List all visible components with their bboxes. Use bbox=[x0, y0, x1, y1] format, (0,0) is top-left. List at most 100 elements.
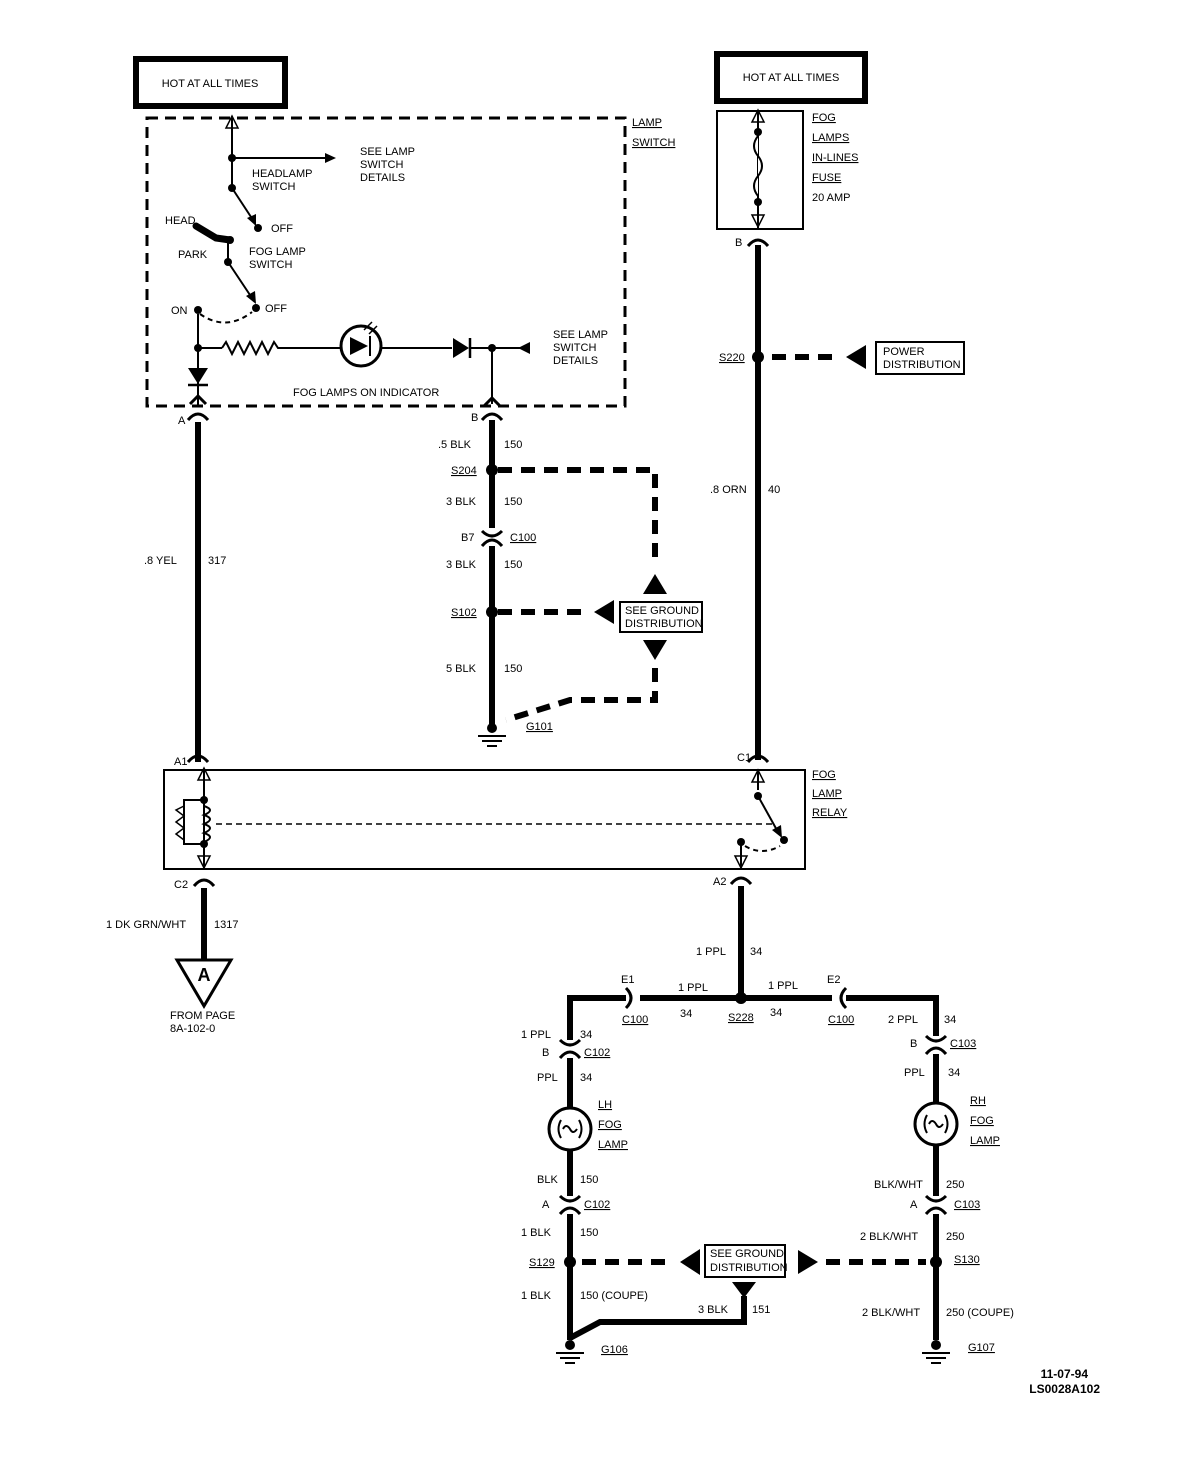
svg-text:FOG LAMPS ON INDICATOR: FOG LAMPS ON INDICATOR bbox=[293, 387, 439, 399]
svg-text:S129: S129 bbox=[529, 1257, 555, 1269]
svg-text:34: 34 bbox=[750, 946, 762, 958]
svg-text:FOG LAMP: FOG LAMP bbox=[249, 246, 306, 258]
svg-text:C2: C2 bbox=[174, 879, 188, 891]
splice-labels: S204 S102 S220 S228 S129 S130 bbox=[451, 352, 980, 1269]
svg-text:OFF: OFF bbox=[265, 303, 287, 315]
svg-text:C102: C102 bbox=[584, 1047, 610, 1059]
svg-text:BLK: BLK bbox=[537, 1174, 558, 1186]
svg-text:FOG: FOG bbox=[598, 1119, 622, 1131]
svg-text:FROM PAGE: FROM PAGE bbox=[170, 1010, 235, 1022]
svg-text:S130: S130 bbox=[954, 1254, 980, 1266]
ground-g101: G101 bbox=[478, 721, 553, 747]
svg-text:SWITCH: SWITCH bbox=[249, 259, 292, 271]
svg-text:5 BLK: 5 BLK bbox=[446, 663, 477, 675]
svg-text:34: 34 bbox=[770, 1007, 782, 1019]
svg-text:3 BLK: 3 BLK bbox=[446, 496, 477, 508]
svg-text:.8 YEL: .8 YEL bbox=[144, 555, 177, 567]
svg-text:150: 150 bbox=[504, 496, 522, 508]
lamp-switch: LAMP SWITCH SEE LAMP SWITCH DETAILS HEAD… bbox=[145, 114, 675, 408]
svg-text:HEADLAMP: HEADLAMP bbox=[252, 168, 313, 180]
svg-text:RELAY: RELAY bbox=[812, 807, 848, 819]
svg-text:34: 34 bbox=[944, 1014, 956, 1026]
svg-text:HEAD: HEAD bbox=[165, 215, 196, 227]
svg-text:A: A bbox=[910, 1199, 918, 1211]
svg-text:S204: S204 bbox=[451, 465, 477, 477]
svg-text:B7: B7 bbox=[461, 532, 474, 544]
svg-text:SWITCH: SWITCH bbox=[360, 159, 403, 171]
svg-text:PPL: PPL bbox=[537, 1072, 558, 1084]
svg-text:A: A bbox=[198, 965, 211, 985]
svg-text:3 BLK: 3 BLK bbox=[446, 559, 477, 571]
svg-text:LAMP: LAMP bbox=[598, 1139, 628, 1151]
svg-text:C102: C102 bbox=[584, 1199, 610, 1211]
svg-text:S228: S228 bbox=[728, 1012, 754, 1024]
svg-text:1 BLK: 1 BLK bbox=[521, 1290, 552, 1302]
svg-text:LAMPS: LAMPS bbox=[812, 132, 849, 144]
svg-text:FOG: FOG bbox=[812, 769, 836, 781]
svg-text:SWITCH: SWITCH bbox=[632, 137, 675, 149]
svg-text:DISTRIBUTION: DISTRIBUTION bbox=[883, 359, 961, 371]
svg-text:150: 150 bbox=[504, 439, 522, 451]
svg-text:C100: C100 bbox=[622, 1014, 648, 1026]
svg-text:8A-102-0: 8A-102-0 bbox=[170, 1023, 215, 1035]
ground-g107: G107 bbox=[922, 1340, 995, 1364]
svg-text:C103: C103 bbox=[950, 1038, 976, 1050]
svg-text:LAMP: LAMP bbox=[632, 117, 662, 129]
svg-text:250: 250 bbox=[946, 1179, 964, 1191]
svg-text:G107: G107 bbox=[968, 1342, 995, 1354]
svg-text:G106: G106 bbox=[601, 1344, 628, 1356]
svg-text:DETAILS: DETAILS bbox=[553, 355, 598, 367]
svg-text:34: 34 bbox=[680, 1008, 692, 1020]
svg-text:OFF: OFF bbox=[271, 223, 293, 235]
svg-text:B: B bbox=[735, 237, 742, 249]
ground-distribution-upper: SEE GROUND DISTRIBUTION bbox=[498, 467, 703, 723]
svg-text:SEE GROUND: SEE GROUND bbox=[710, 1248, 784, 1260]
diagram-footer: 11-07-94 LS0028A102 bbox=[1029, 1367, 1100, 1396]
svg-text:SWITCH: SWITCH bbox=[252, 181, 295, 193]
svg-text:C100: C100 bbox=[510, 532, 536, 544]
svg-text:317: 317 bbox=[208, 555, 226, 567]
svg-text:SEE GROUND: SEE GROUND bbox=[625, 605, 699, 617]
svg-text:E2: E2 bbox=[827, 974, 840, 986]
svg-text:150: 150 bbox=[580, 1227, 598, 1239]
off-page-connector-a: A FROM PAGE 8A-102-0 bbox=[170, 958, 235, 1035]
svg-text:B: B bbox=[542, 1047, 549, 1059]
svg-text:B: B bbox=[471, 412, 478, 424]
svg-text:11-07-94: 11-07-94 bbox=[1041, 1367, 1089, 1381]
svg-text:BLK/WHT: BLK/WHT bbox=[874, 1179, 923, 1191]
svg-text:B: B bbox=[910, 1038, 917, 1050]
svg-text:FOG: FOG bbox=[812, 112, 836, 124]
svg-text:C100: C100 bbox=[828, 1014, 854, 1026]
svg-text:.8 ORN: .8 ORN bbox=[710, 484, 747, 496]
power-distribution: POWER DISTRIBUTION bbox=[772, 341, 965, 375]
svg-text:40: 40 bbox=[768, 484, 780, 496]
wire-labels: .8 YEL 317 .5 BLK 150 3 BLK 150 3 BLK 15… bbox=[106, 439, 1014, 1319]
svg-text:150: 150 bbox=[504, 663, 522, 675]
svg-text:C103: C103 bbox=[954, 1199, 980, 1211]
svg-text:SWITCH: SWITCH bbox=[553, 342, 596, 354]
svg-text:1 PPL: 1 PPL bbox=[521, 1029, 551, 1041]
svg-text:250 (COUPE): 250 (COUPE) bbox=[946, 1307, 1014, 1319]
svg-text:2 BLK/WHT: 2 BLK/WHT bbox=[862, 1307, 920, 1319]
svg-text:FUSE: FUSE bbox=[812, 172, 841, 184]
svg-text:ON: ON bbox=[171, 305, 188, 317]
svg-text:A1: A1 bbox=[174, 756, 187, 768]
svg-text:150 (COUPE): 150 (COUPE) bbox=[580, 1290, 648, 1302]
svg-text:34: 34 bbox=[580, 1072, 592, 1084]
hot-at-all-times-left: HOT AT ALL TIMES bbox=[133, 56, 288, 109]
svg-text:G101: G101 bbox=[526, 721, 553, 733]
svg-text:LAMP: LAMP bbox=[970, 1135, 1000, 1147]
svg-text:E1: E1 bbox=[621, 974, 634, 986]
svg-text:PARK: PARK bbox=[178, 249, 208, 261]
fog-lamps-in-line-fuse: FOG LAMPS IN-LINES FUSE 20 AMP B bbox=[716, 108, 858, 249]
svg-text:150: 150 bbox=[504, 559, 522, 571]
hot-at-all-times-right: HOT AT ALL TIMES bbox=[714, 51, 868, 104]
svg-text:34: 34 bbox=[948, 1067, 960, 1079]
svg-text:250: 250 bbox=[946, 1231, 964, 1243]
fog-lamp-relay: FOG LAMP RELAY A1 C1 C2 A2 bbox=[163, 752, 848, 891]
svg-text:2 BLK/WHT: 2 BLK/WHT bbox=[860, 1231, 918, 1243]
svg-text:2 PPL: 2 PPL bbox=[888, 1014, 918, 1026]
svg-text:LS0028A102: LS0028A102 bbox=[1029, 1382, 1100, 1396]
connector-pins bbox=[186, 238, 948, 1216]
svg-text:1 PPL: 1 PPL bbox=[696, 946, 726, 958]
